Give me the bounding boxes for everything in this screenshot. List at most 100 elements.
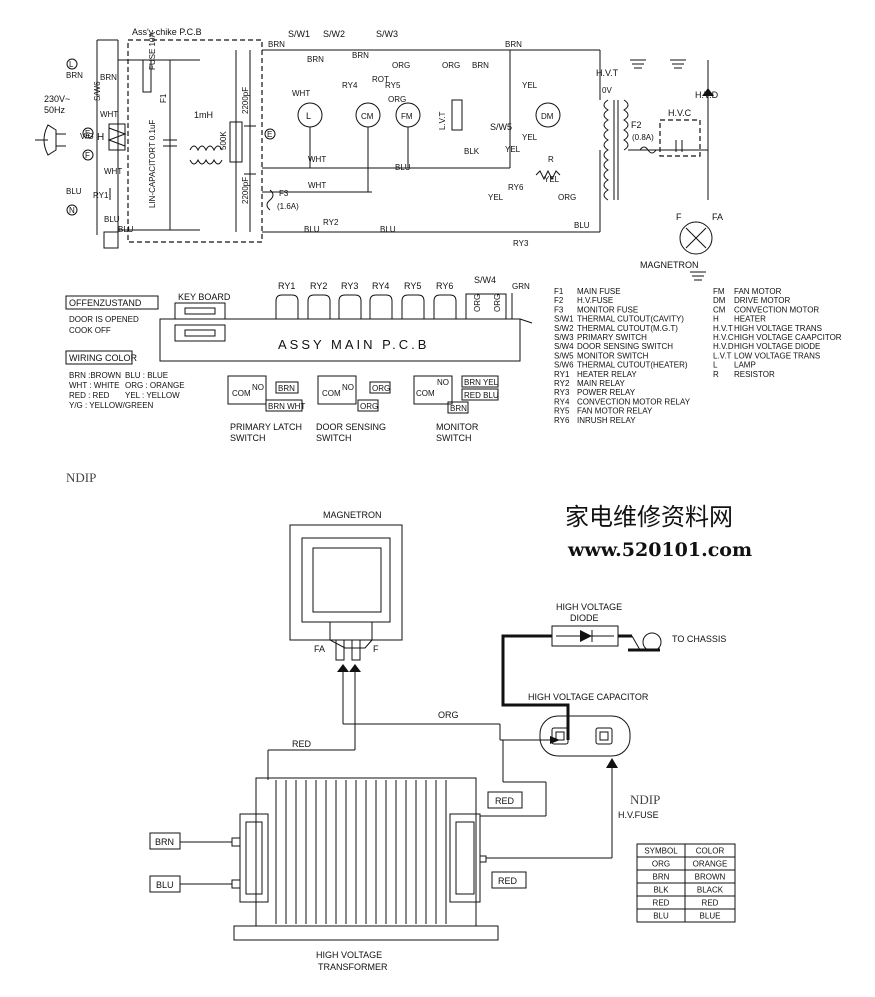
relay-icon (338, 294, 362, 319)
wire-label: ORG (558, 193, 576, 202)
hvt-primary-icon (603, 99, 609, 201)
legend-symbol: L (713, 361, 718, 370)
c2200b-label: 2200pF (241, 177, 250, 204)
legend-description: RESISTOR (734, 370, 775, 379)
legend-symbol: RY6 (554, 416, 570, 425)
wire-label: BLK (464, 147, 480, 156)
legend-symbol: RY5 (554, 407, 570, 416)
org-wire-label: ORG (438, 710, 459, 720)
relay-headers: RY1 RY2 RY3 RY4 RY5 RY6 S/W4 ORG ORG GRN (275, 275, 530, 320)
relay-label: RY6 (436, 281, 453, 291)
offen-line: DOOR IS OPENED (69, 315, 139, 324)
blu-tag-label: BLU (156, 880, 174, 890)
fuse-f3-icon (266, 189, 274, 211)
legend-description: INRUSH RELAY (577, 416, 636, 425)
wire-label: YEL (522, 133, 538, 142)
magnetron-fa-label: FA (712, 212, 723, 222)
switch-title: SWITCH (436, 433, 472, 443)
relay-label: RY4 (372, 281, 389, 291)
wire-label: WHT (100, 110, 118, 119)
no-label: NO (437, 378, 449, 387)
switch-title: PRIMARY LATCH (230, 422, 302, 432)
wire-label: YEL (544, 175, 560, 184)
wiring-color-entry: BRN :BROWN (69, 371, 121, 380)
hv-capacitor-label: HIGH VOLTAGE CAPACITOR (528, 692, 649, 702)
legend-symbol: DM (713, 296, 726, 305)
switch-title: DOOR SENSING (316, 422, 386, 432)
legend-symbol: H (713, 315, 719, 324)
ground-icon (630, 59, 646, 69)
c2200a-label: 2200pF (241, 87, 250, 114)
legend-symbol: S/W1 (554, 315, 574, 324)
wire-label: BRN (472, 61, 489, 70)
watermark-chinese: 家电维修资料网 (565, 503, 733, 531)
capacitor-label: LIN-CAPACITORT 0.1uF (148, 120, 157, 208)
relay-label: RY5 (404, 281, 421, 291)
wire-label: BLU (574, 221, 590, 230)
terminal-f (82, 149, 94, 161)
fuse-arrow-icon (606, 758, 618, 768)
relay-icon (433, 294, 457, 319)
wire-label: WHT (308, 181, 326, 190)
brn-tag-label: BRN (155, 837, 174, 847)
terminal-arrow-icon (349, 664, 361, 672)
supply-voltage: 230V~ (44, 94, 70, 104)
wire-label: ROT (372, 75, 389, 84)
resistor-icon (535, 169, 561, 181)
heater-icon (108, 123, 126, 151)
red-tag-1 (487, 791, 523, 809)
watermark-url: www.520101.com (567, 539, 752, 561)
hv-diode-icon (580, 630, 592, 642)
hvc-label: H.V.C (668, 108, 692, 118)
terminal-e2-label: E (267, 130, 272, 139)
legend-description: POWER RELAY (577, 388, 636, 397)
legend-description: HIGH VOLTAGE TRANS (734, 324, 822, 333)
door-sensing-switch: COM NO ORG ORG DOOR SENSING SWITCH (316, 375, 391, 443)
no-label: NO (342, 383, 354, 392)
hv-section: MAGNETRON FA F ORG RED HIGH VOLTAGE DIOD… (149, 510, 726, 972)
legend-symbol: S/W4 (554, 342, 574, 351)
wiring-color-entry: RED : RED (69, 391, 110, 400)
wire-label: BRN (450, 404, 467, 413)
hv-lead (501, 634, 570, 740)
wire-label: YEL (488, 193, 504, 202)
wiring-color-entry: ORG : ORANGE (125, 381, 185, 390)
table-value: RED (702, 899, 719, 908)
relay-label: RY1 (278, 281, 295, 291)
table-header: SYMBOL (644, 847, 678, 856)
zero-label: 0V (602, 86, 612, 95)
f3val-label: (1.6A) (277, 202, 299, 211)
wire-label: WHT (104, 167, 122, 176)
legend-symbol: S/W2 (554, 324, 574, 333)
legend-symbol: RY2 (554, 379, 570, 388)
cm-label: CM (361, 112, 374, 121)
table-value: RED (653, 899, 670, 908)
ry6-label: RY6 (508, 183, 524, 192)
primary-latch-switch: COM NO BRN BRN WHT PRIMARY LATCH SWITCH (227, 375, 305, 443)
terminal-f-label: F (85, 151, 90, 160)
ry2-label: RY2 (323, 218, 339, 227)
magnetron-f-label: F (676, 212, 682, 222)
ry4-label: RY4 (342, 81, 358, 90)
legend-description: THERMAL CUTOUT(M.G.T) (577, 324, 678, 333)
ndip-label-2: NDIP (630, 792, 660, 807)
table-value: BLUE (700, 912, 721, 921)
red-wire-label: RED (292, 739, 312, 749)
table-value: ORG (652, 860, 670, 869)
main-pcb-section: OFFENZUSTAND DOOR IS OPENED COOK OFF WIR… (65, 275, 842, 443)
legend-description: THERMAL CUTOUT(HEATER) (577, 361, 688, 370)
sw3-label: S/W3 (376, 29, 398, 39)
resistor-500k-icon (229, 121, 243, 163)
no-label: NO (252, 383, 264, 392)
offen-title: OFFENZUSTAND (69, 298, 142, 308)
relay-icon (307, 294, 331, 319)
wiring-color-entry: Y/G : YELLOW/GREEN (69, 401, 154, 410)
magnetron-body (289, 524, 403, 641)
terminal-e2 (264, 128, 276, 140)
legend-symbol: H.V.T (713, 324, 733, 333)
schematic: 230V~ 50Hz V/G L E F N E BRN BLU S/W6 BR… (35, 27, 723, 281)
wire-label: BLU (304, 225, 320, 234)
sw5-label: S/W5 (490, 122, 512, 132)
transformer-label: TRANSFORMER (318, 962, 388, 972)
lvt-icon (451, 99, 463, 131)
